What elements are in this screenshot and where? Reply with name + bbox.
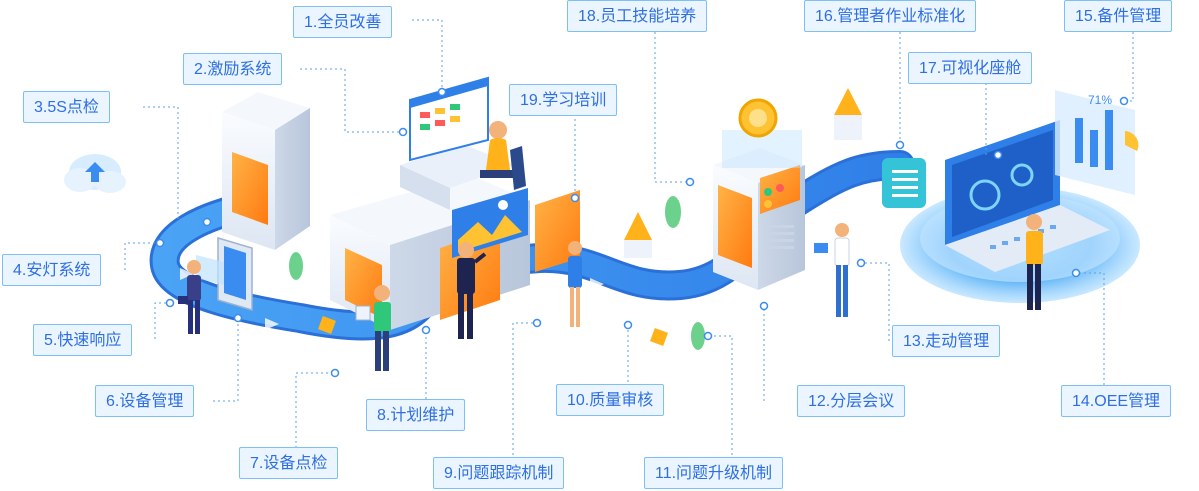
label-learning-training: 19.学习培训 <box>509 84 618 116</box>
label-visual-cockpit: 17.可视化座舱 <box>908 52 1033 84</box>
label-walk-management: 13.走动管理 <box>892 325 1001 357</box>
machine-tower <box>713 98 805 290</box>
bar-chart-panel: 71% <box>1055 90 1139 195</box>
label-layered-meeting: 12.分层会议 <box>797 385 906 417</box>
label-equipment-management: 6.设备管理 <box>95 385 195 417</box>
office-desk <box>400 76 526 210</box>
label-all-staff-improvement: 1.全员改善 <box>293 6 393 38</box>
label-issue-tracking: 9.问题跟踪机制 <box>433 457 565 489</box>
label-oee-management: 14.OEE管理 <box>1061 385 1172 417</box>
label-andon-system: 4.安灯系统 <box>2 254 102 286</box>
person-presenter <box>457 242 487 339</box>
label-manager-standard-work: 16.管理者作业标准化 <box>804 0 977 32</box>
gem-decorations <box>289 88 862 350</box>
person-maintenance <box>355 285 391 371</box>
cloud-icon <box>64 154 126 193</box>
label-planned-maintenance: 8.计划维护 <box>366 399 466 431</box>
document-icon <box>882 158 926 208</box>
tablet-device <box>196 236 253 312</box>
label-incentive-system: 2.激励系统 <box>183 53 283 85</box>
person-quality <box>568 241 582 327</box>
label-equipment-inspection: 7.设备点检 <box>239 447 339 479</box>
label-quality-audit: 10.质量审核 <box>556 384 665 416</box>
laptop-dashboard <box>945 120 1110 272</box>
person-walking <box>814 223 850 317</box>
label-quick-response: 5.快速响应 <box>33 324 133 356</box>
label-issue-escalation: 11.问题升级机制 <box>644 457 784 489</box>
label-spare-parts: 15.备件管理 <box>1064 0 1173 32</box>
dashboard-percent: 71% <box>1088 93 1112 107</box>
training-screen <box>452 188 528 258</box>
label-skill-development: 18.员工技能培养 <box>567 0 708 32</box>
person-oee <box>1026 214 1043 310</box>
leader-lines <box>124 19 1134 455</box>
label-5s-inspection: 3.5S点检 <box>23 91 110 123</box>
connector-dots <box>155 87 1129 378</box>
tower-building <box>222 92 310 250</box>
person-andon <box>178 260 201 334</box>
